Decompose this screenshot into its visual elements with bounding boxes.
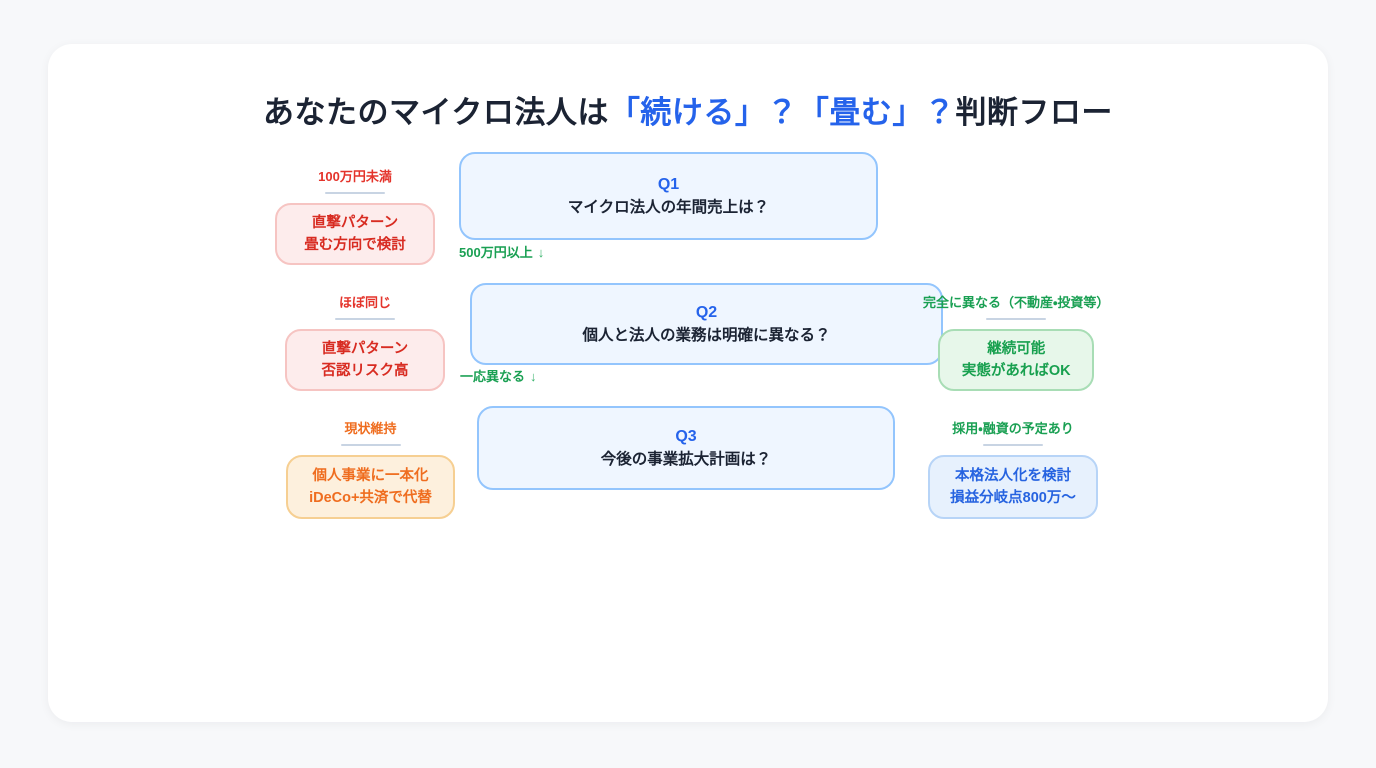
page-title-part1: あなたのマイクロ法人は xyxy=(263,95,609,130)
outcome-card-5[interactable]: 本格法人化を検討 損益分岐点800万〜 xyxy=(928,455,1098,519)
question-id-q3: Q3 xyxy=(675,427,697,445)
question-text-q2: 個人と法人の業務は明確に異なる？ xyxy=(582,326,831,344)
connector-line-2 xyxy=(335,318,395,320)
question-node-q3[interactable]: Q3 今後の事業拡大計画は？ xyxy=(477,406,895,490)
outcome-condition-2: ほぼ同じ xyxy=(338,295,391,310)
outcome-card-2-line2: 否認リスク高 xyxy=(321,362,409,379)
outcome-card-5-line1: 本格法人化を検討 xyxy=(955,468,1071,484)
outcome-cluster-1: 100万円未満 直撃パターン 畳む方向で検討 xyxy=(275,170,435,265)
outcome-condition-1: 100万円未満 xyxy=(318,169,392,184)
connector-line-5 xyxy=(983,444,1043,446)
outcome-card-4[interactable]: 継続可能 実態があればOK xyxy=(938,329,1095,391)
outcome-cluster-2: ほぼ同じ 直撃パターン 否認リスク高 xyxy=(285,296,445,391)
outcome-cluster-5: 採用・融資の予定あり 本格法人化を検討 損益分岐点800万〜 xyxy=(928,422,1098,519)
outcome-card-1[interactable]: 直撃パターン 畳む方向で検討 xyxy=(275,203,435,265)
question-node-q1[interactable]: Q1 マイクロ法人の年間売上は？ xyxy=(459,152,878,240)
connector-line-3 xyxy=(340,444,401,446)
outcome-card-4-line1: 継続可能 xyxy=(987,341,1046,357)
outcome-card-4-line2: 実態があればOK xyxy=(961,362,1071,379)
page-title-highlight: 「続ける」？「畳む」？ xyxy=(608,95,956,130)
question-text-q1: マイクロ法人の年間売上は？ xyxy=(567,198,770,216)
question-text-q3: 今後の事業拡大計画は？ xyxy=(600,450,772,468)
arrow-down-icon: ↓ xyxy=(537,245,545,260)
page-title: あなたのマイクロ法人は「続ける」？「畳む」？判断フロー xyxy=(48,87,1328,132)
question-node-q2[interactable]: Q2 個人と法人の業務は明確に異なる？ xyxy=(470,283,943,365)
outcome-card-3-line1: 個人事業に一本化 xyxy=(312,468,429,484)
question-id-q1: Q1 xyxy=(657,175,680,193)
connector-line-4 xyxy=(986,318,1047,320)
outcome-card-2-line1: 直撃パターン xyxy=(321,341,409,357)
edge-label-q1-to-q2: 500万円以上 ↓ xyxy=(459,246,544,259)
connector-line-1 xyxy=(325,192,385,194)
outcome-condition-4: 完全に異なる（不動産・投資等） xyxy=(923,295,1110,310)
arrow-down-icon: ↓ xyxy=(530,369,537,384)
outcome-card-1-line2: 畳む方向で検討 xyxy=(304,236,406,253)
edge-label-q2-to-q3-text: 一応異なる xyxy=(460,369,526,384)
outcome-condition-3: 現状維持 xyxy=(344,421,397,436)
outcome-cluster-4: 完全に異なる（不動産・投資等） 継続可能 実態があればOK xyxy=(923,296,1109,391)
outcome-card-5-line2: 損益分岐点800万〜 xyxy=(950,489,1076,506)
content-panel: あなたのマイクロ法人は「続ける」？「畳む」？判断フロー Q1 マイクロ法人の年間… xyxy=(48,44,1328,722)
outcome-cluster-3: 現状維持 個人事業に一本化 iDeCo+共済で代替 xyxy=(286,422,455,519)
outcome-card-3[interactable]: 個人事業に一本化 iDeCo+共済で代替 xyxy=(286,455,455,519)
outcome-card-2[interactable]: 直撃パターン 否認リスク高 xyxy=(285,329,445,391)
question-id-q2: Q2 xyxy=(695,303,718,321)
decision-flow-diagram: Q1 マイクロ法人の年間売上は？ Q2 個人と法人の業務は明確に異なる？ Q3 … xyxy=(48,44,1328,722)
page-title-part2: 判断フロー xyxy=(955,95,1113,130)
outcome-condition-5: 採用・融資の予定あり xyxy=(952,421,1074,436)
edge-label-q2-to-q3: 一応異なる ↓ xyxy=(460,370,537,383)
edge-label-q1-to-q2-text: 500万円以上 xyxy=(459,245,533,260)
outcome-card-3-line2: iDeCo+共済で代替 xyxy=(309,489,432,506)
outcome-card-1-line1: 直撃パターン xyxy=(311,215,399,231)
